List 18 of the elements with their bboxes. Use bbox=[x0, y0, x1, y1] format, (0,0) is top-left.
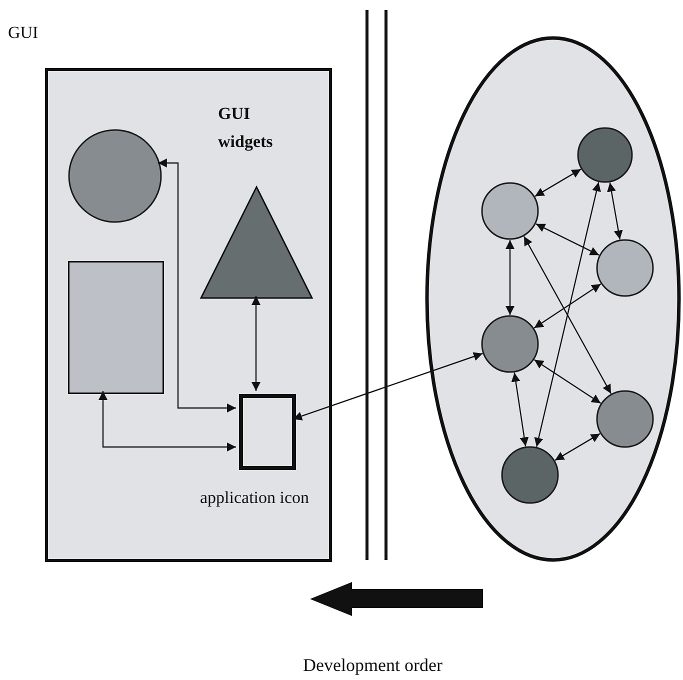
arrow bbox=[158, 158, 236, 412]
arrow bbox=[534, 182, 601, 447]
widgets-label: GUI widgets bbox=[218, 103, 274, 153]
direction-label: Development order bbox=[303, 654, 444, 676]
gui-panel bbox=[45, 68, 332, 562]
arrow bbox=[536, 223, 600, 256]
panel-title: GUI bbox=[8, 23, 38, 43]
arrow bbox=[523, 236, 612, 394]
arrow bbox=[511, 372, 529, 446]
arrow bbox=[506, 240, 514, 315]
arrow bbox=[252, 296, 260, 391]
arrow bbox=[534, 168, 582, 197]
arrow bbox=[554, 433, 600, 461]
arrow bbox=[534, 359, 602, 404]
arrow bbox=[534, 284, 602, 328]
arrow bbox=[98, 391, 236, 452]
arrow bbox=[607, 182, 623, 240]
icon-caption: application icon bbox=[200, 487, 310, 509]
